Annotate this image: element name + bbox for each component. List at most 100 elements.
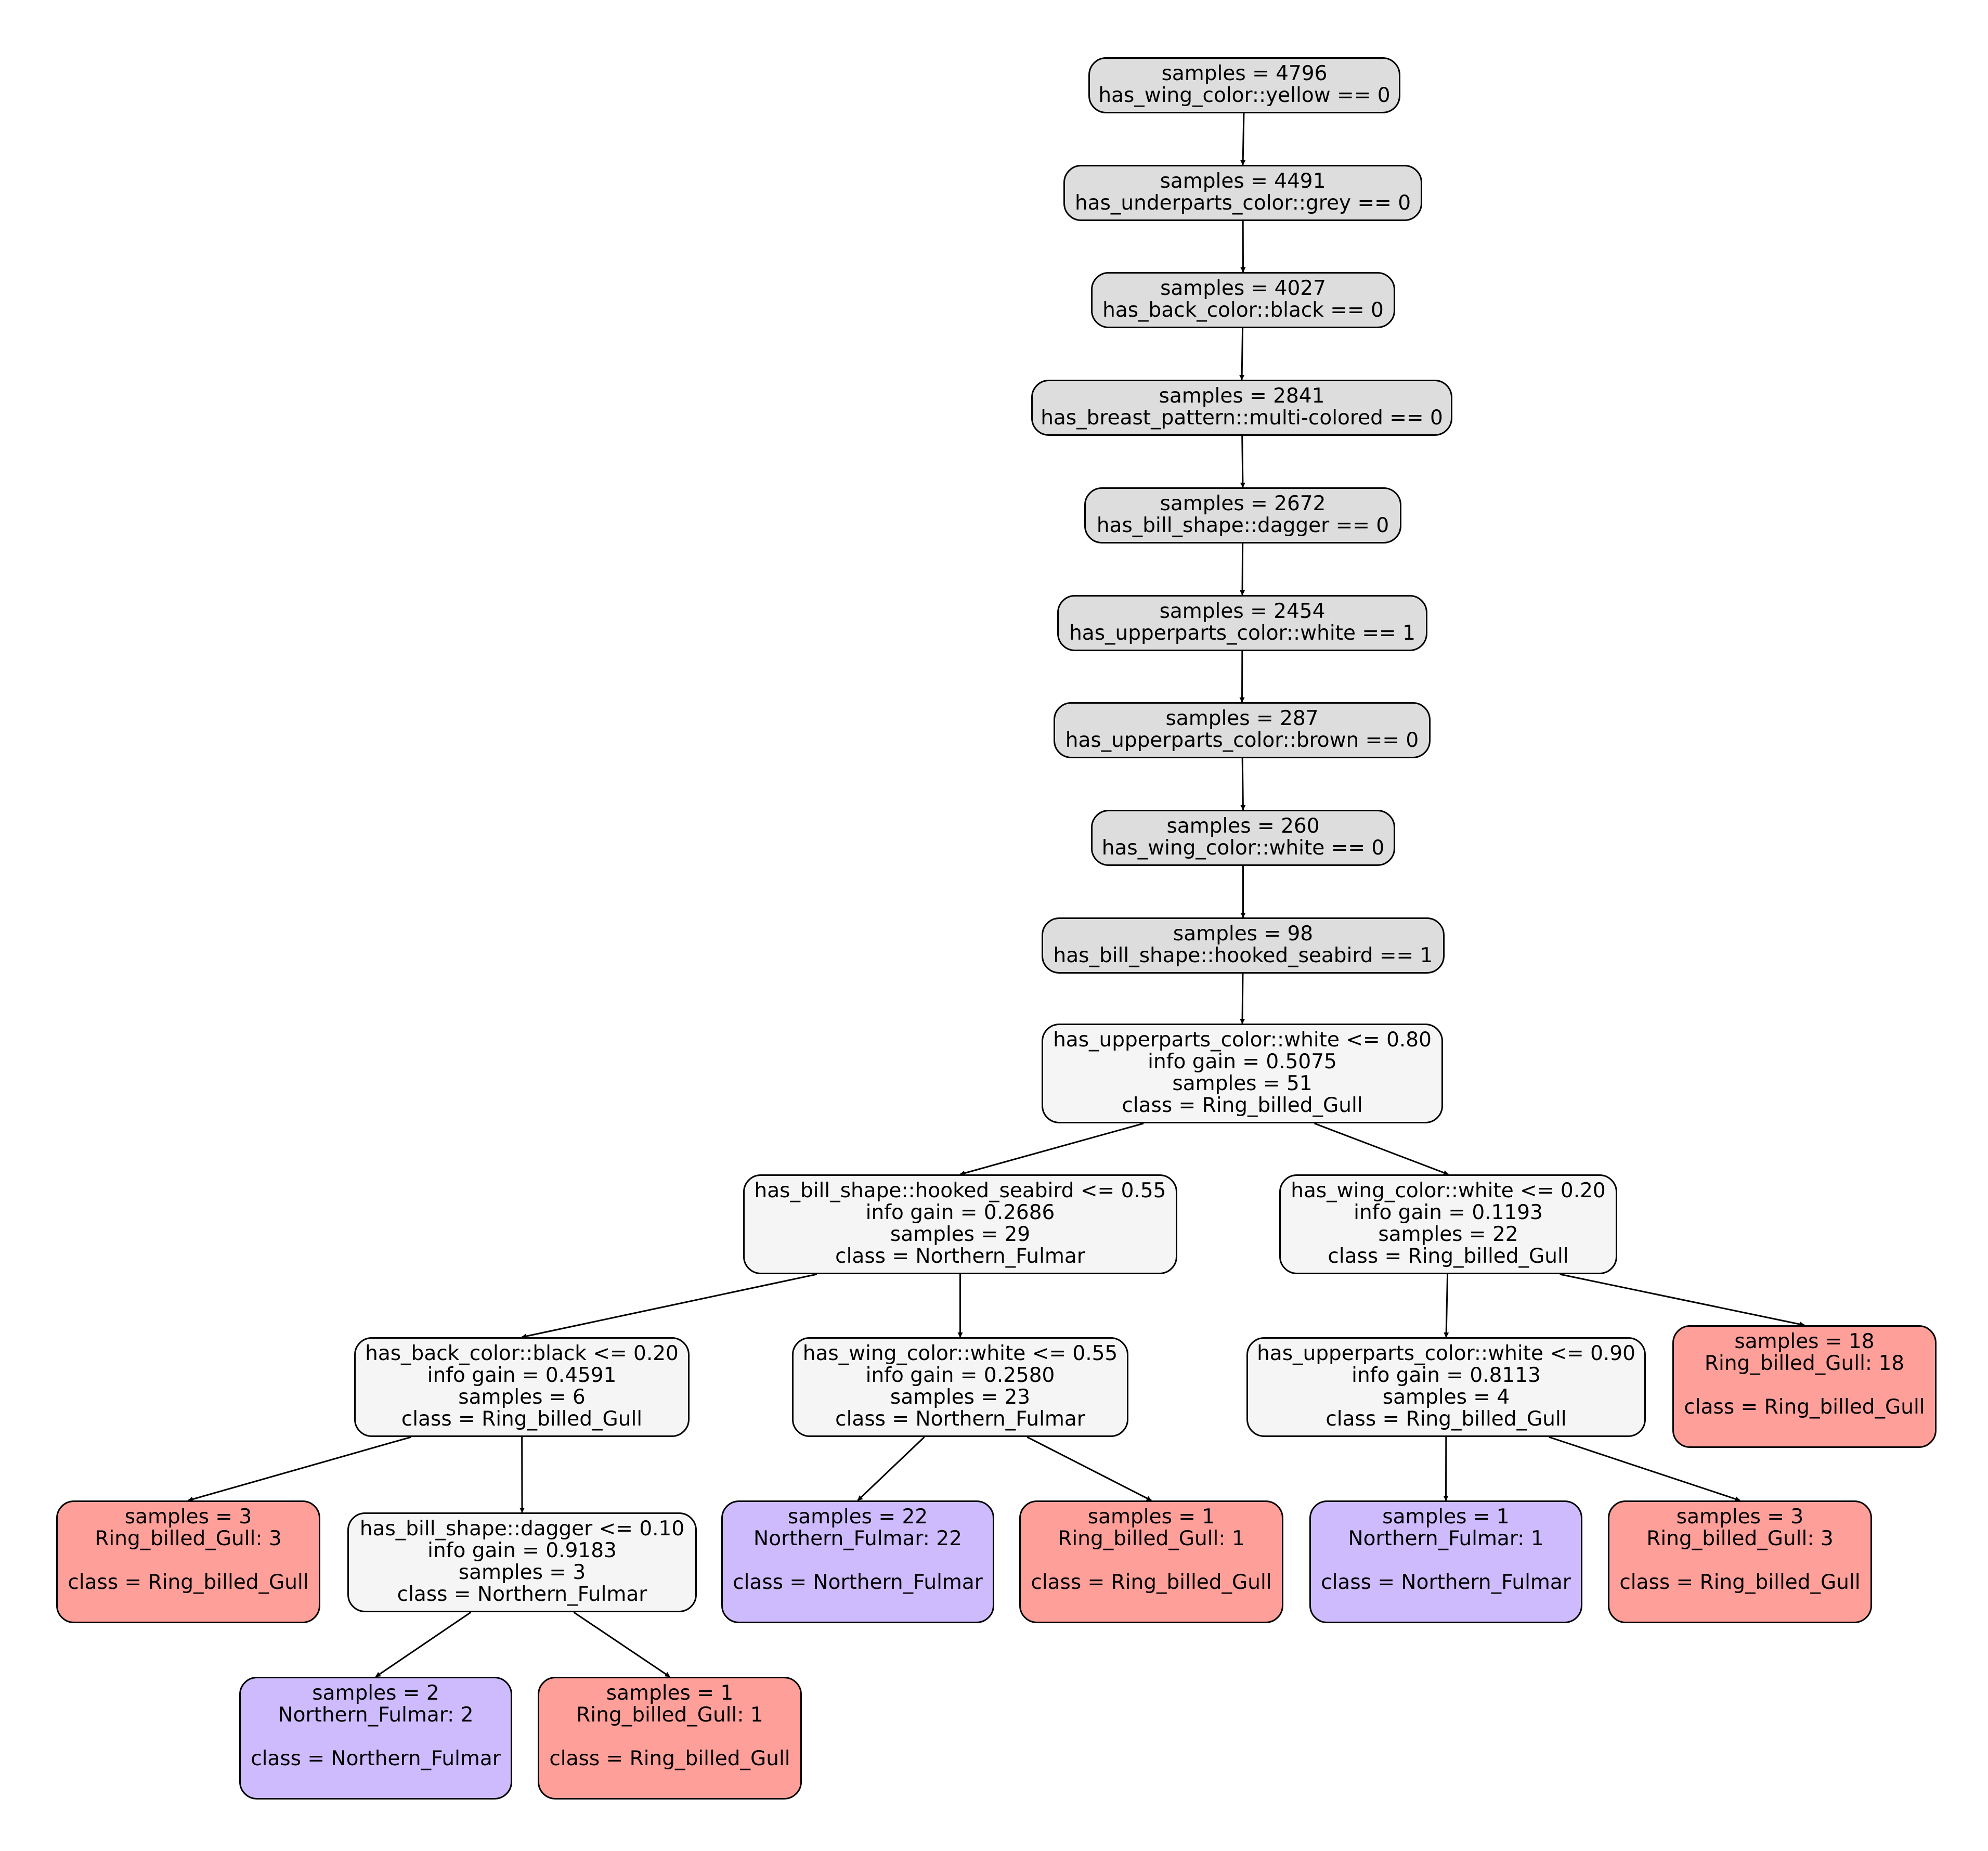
tree-leaf-ring-billed-gull: samples = 1 Ring_billed_Gull: 1 class = … [538, 1677, 802, 1800]
node-line: samples = 2 [312, 1681, 439, 1705]
node-line: Ring_billed_Gull: 1 [1058, 1527, 1245, 1550]
tree-leaf-ring-billed-gull: samples = 3 Ring_billed_Gull: 3 class = … [1608, 1500, 1872, 1623]
node-line: Ring_billed_Gull: 3 [95, 1527, 282, 1550]
node-line: samples = 2841 [1159, 384, 1325, 408]
node-line: has_wing_color::yellow == 0 [1098, 84, 1391, 107]
tree-leaf-northern-fulmar: samples = 1 Northern_Fulmar: 1 class = N… [1309, 1500, 1582, 1623]
tree-edge-n17-n22 [375, 1611, 472, 1678]
node-line: samples = 1 [606, 1681, 734, 1705]
node-line: info gain = 0.8113 [1352, 1364, 1541, 1387]
tree-node: samples = 260 has_wing_color::white == 0 [1091, 810, 1395, 866]
tree-node: has_bill_shape::dagger <= 0.10 info gain… [347, 1512, 697, 1612]
node-line: Ring_billed_Gull: 18 [1704, 1352, 1905, 1375]
tree-edge-n12-n16 [188, 1436, 412, 1502]
tree-leaf-northern-fulmar: samples = 22 Northern_Fulmar: 22 class =… [721, 1500, 994, 1623]
tree-node: samples = 287 has_upperparts_color::brow… [1054, 702, 1431, 758]
node-line: info gain = 0.2686 [865, 1201, 1055, 1224]
node-line: info gain = 0.5075 [1148, 1050, 1337, 1073]
tree-node: samples = 98 has_bill_shape::hooked_seab… [1042, 917, 1445, 974]
node-line: samples = 4 [1382, 1386, 1510, 1409]
node-line: info gain = 0.9183 [427, 1539, 617, 1562]
node-line: class = Northern_Fulmar [1321, 1571, 1571, 1594]
node-line: has_bill_shape::dagger <= 0.10 [359, 1517, 685, 1541]
node-line: has_wing_color::white <= 0.55 [802, 1342, 1118, 1365]
node-line: class = Northern_Fulmar [397, 1583, 647, 1606]
node-line: samples = 3 [458, 1561, 586, 1584]
node-line: samples = 22 [787, 1505, 928, 1529]
tree-edge-n11-n15 [1560, 1273, 1805, 1327]
node-line: has_bill_shape::dagger == 0 [1096, 514, 1389, 537]
tree-edge-n10-n12 [521, 1273, 817, 1339]
tree-edge-n13-n18 [857, 1436, 925, 1501]
node-line: Ring_billed_Gull: 1 [576, 1703, 763, 1727]
node-line: samples = 6 [458, 1386, 586, 1409]
node-line: samples = 4796 [1161, 62, 1328, 85]
node-line: samples = 51 [1172, 1072, 1313, 1095]
tree-node: samples = 4491 has_underparts_color::gre… [1063, 165, 1422, 221]
node-line: has_bill_shape::hooked_seabird == 1 [1053, 944, 1433, 967]
tree-node: has_upperparts_color::white <= 0.80 info… [1042, 1024, 1443, 1123]
node-line: has_breast_pattern::multi-colored == 0 [1041, 406, 1443, 430]
node-line: samples = 29 [890, 1223, 1031, 1246]
node-line: samples = 287 [1165, 707, 1319, 730]
tree-edge-n3-n4 [1240, 435, 1245, 488]
tree-node: has_back_color::black <= 0.20 info gain … [354, 1337, 690, 1437]
node-line: has_upperparts_color::white == 1 [1069, 622, 1415, 645]
tree-edge-n8-n9 [1240, 973, 1245, 1024]
node-line: class = Ring_billed_Gull [401, 1407, 643, 1431]
tree-leaf-ring-billed-gull: samples = 18 Ring_billed_Gull: 18 class … [1672, 1325, 1937, 1448]
tree-edge-n2-n3 [1239, 328, 1245, 380]
node-line: samples = 23 [890, 1386, 1031, 1409]
node-line: class = Ring_billed_Gull [549, 1747, 790, 1770]
node-line: class = Northern_Fulmar [835, 1407, 1085, 1431]
node-line: has_upperparts_color::brown == 0 [1065, 729, 1419, 752]
tree-edge-n14-n21 [1549, 1436, 1740, 1501]
tree-node: samples = 2841 has_breast_pattern::multi… [1031, 380, 1452, 436]
tree-leaf-northern-fulmar: samples = 2 Northern_Fulmar: 2 class = N… [239, 1677, 512, 1800]
node-line: has_back_color::black <= 0.20 [365, 1342, 679, 1365]
node-line: Northern_Fulmar: 2 [278, 1703, 474, 1727]
node-line: samples = 3 [1676, 1505, 1804, 1529]
tree-node: samples = 2672 has_bill_shape::dagger ==… [1084, 487, 1401, 543]
tree-node: has_wing_color::white <= 0.20 info gain … [1279, 1174, 1617, 1274]
tree-edge-n9-n11 [1314, 1122, 1449, 1175]
node-line: has_upperparts_color::white <= 0.80 [1053, 1028, 1432, 1052]
tree-node: samples = 2454 has_upperparts_color::whi… [1057, 595, 1427, 651]
node-line: class = Ring_billed_Gull [1326, 1407, 1567, 1431]
tree-node-root: samples = 4796 has_wing_color::yellow ==… [1088, 57, 1400, 113]
node-line: info gain = 0.1193 [1354, 1201, 1543, 1224]
tree-leaf-ring-billed-gull: samples = 3 Ring_billed_Gull: 3 class = … [56, 1500, 320, 1623]
node-line: has_upperparts_color::white <= 0.90 [1257, 1342, 1635, 1365]
node-line: class = Ring_billed_Gull [1328, 1245, 1569, 1268]
tree-edge-n9-n10 [959, 1122, 1144, 1176]
node-line: has_wing_color::white == 0 [1101, 836, 1385, 860]
tree-edge-n13-n19 [1027, 1436, 1152, 1501]
node-line: Ring_billed_Gull: 3 [1646, 1527, 1834, 1550]
node-line: samples = 4027 [1160, 277, 1326, 300]
node-line: Northern_Fulmar: 22 [753, 1527, 962, 1550]
node-line: class = Ring_billed_Gull [1684, 1395, 1925, 1419]
node-line: samples = 1 [1087, 1505, 1215, 1529]
node-line: samples = 4491 [1160, 170, 1326, 193]
tree-leaf-ring-billed-gull: samples = 1 Ring_billed_Gull: 1 class = … [1019, 1500, 1283, 1623]
node-line: class = Northern_Fulmar [251, 1747, 501, 1770]
tree-edge-n11-n14 [1444, 1274, 1449, 1338]
node-line: has_underparts_color::grey == 0 [1074, 191, 1411, 215]
tree-edge-n4-n5 [1240, 543, 1245, 596]
tree-node: samples = 4027 has_back_color::black == … [1091, 272, 1395, 328]
tree-edge-n0-n1 [1240, 113, 1246, 165]
node-line: class = Northern_Fulmar [835, 1245, 1085, 1268]
node-line: Northern_Fulmar: 1 [1348, 1527, 1544, 1550]
node-line: class = Ring_billed_Gull [1619, 1571, 1861, 1594]
node-line: samples = 2454 [1159, 600, 1326, 623]
tree-edge-n17-n23 [573, 1611, 670, 1678]
tree-node: has_bill_shape::hooked_seabird <= 0.55 i… [743, 1174, 1177, 1274]
node-line: samples = 2672 [1160, 492, 1326, 515]
node-line: samples = 22 [1378, 1223, 1518, 1246]
node-line: info gain = 0.4591 [427, 1364, 617, 1387]
node-line: samples = 260 [1166, 814, 1320, 838]
node-line: has_back_color::black == 0 [1102, 299, 1384, 322]
tree-node: has_upperparts_color::white <= 0.90 info… [1246, 1337, 1646, 1437]
